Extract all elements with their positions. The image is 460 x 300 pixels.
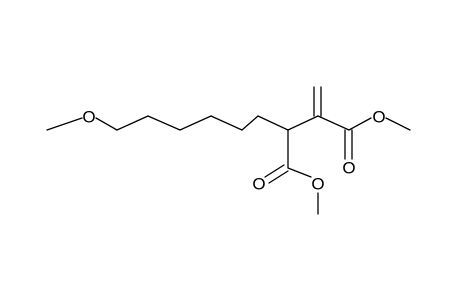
bond-lower-carbonyl-to-alkoxy-oxygen	[287, 167, 312, 178]
atom-label-layer: O O O O O	[82, 108, 385, 194]
bond-alkene-carbon-to-carbonyl	[317, 115, 350, 131]
bond-ether-oxygen-to-chain	[95, 117, 118, 131]
lower-ester-carbonyl-oxygen-label: O	[252, 175, 265, 194]
bond-chain-c3-c4	[179, 115, 212, 131]
right-ester-carbonyl-oxygen-label: O	[342, 159, 355, 178]
bond-methine-to-alkene-carbon	[287, 115, 319, 131]
bond-lower-carbonyl-double-inner	[268, 170, 289, 184]
bond-layer	[46, 86, 411, 215]
bond-chain-c5-c6	[241, 115, 259, 131]
bond-chain-c2-c3	[147, 115, 181, 131]
bond-chain-c6-methine	[257, 115, 289, 131]
bond-chain-c1-c2	[116, 115, 149, 131]
lower-ester-alkoxy-oxygen-label: O	[311, 175, 324, 194]
bond-right-alkoxy-oxygen-to-methyl	[385, 117, 411, 131]
bond-lower-carbonyl-double-outer	[264, 164, 285, 178]
ether-oxygen-label: O	[82, 108, 95, 127]
bond-chain-c4-c5	[210, 115, 243, 131]
bond-methyl-to-ether-oxygen	[46, 117, 83, 131]
right-ester-alkoxy-oxygen-label: O	[372, 108, 385, 127]
bond-right-carbonyl-to-alkoxy-oxygen	[348, 117, 372, 131]
